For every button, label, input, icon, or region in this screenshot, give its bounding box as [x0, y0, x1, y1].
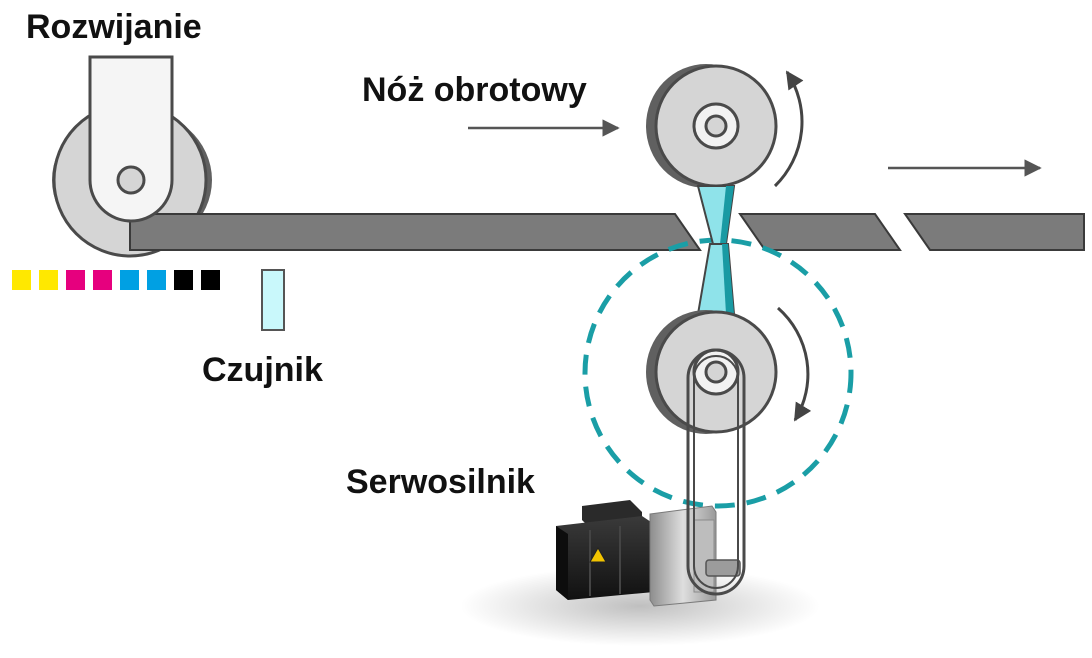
unwind-label: Rozwijanie [26, 8, 202, 46]
unwind-bracket [88, 55, 174, 223]
motor-body [556, 516, 654, 600]
registration-mark-black [174, 270, 193, 290]
motor-flange-face [693, 519, 715, 593]
upper-knife-roller [646, 64, 778, 188]
registration-mark-yellow [12, 270, 31, 290]
drive-belt-inner [693, 355, 739, 589]
motor-body-front [556, 526, 568, 600]
unwind-bracket-arm [88, 55, 174, 223]
lower-rotation-arrow [777, 306, 812, 422]
registration-mark-magenta [93, 270, 112, 290]
warning-triangle-icon [589, 546, 607, 563]
registration-mark-black [201, 270, 220, 290]
drive-belt [686, 348, 746, 596]
web-segment-1 [129, 213, 702, 251]
motor-shaft [705, 559, 741, 577]
lower-blade-edge [722, 244, 734, 314]
sensor-label: Czujnik [202, 351, 323, 389]
registration-mark-magenta [66, 270, 85, 290]
registration-marks [12, 270, 220, 290]
upper-blade-edge [720, 186, 734, 244]
sensor [261, 269, 285, 331]
lower-roller-axle [704, 360, 728, 384]
lower-knife-roller [646, 310, 778, 434]
servo-motor-label: Serwosilnik [346, 463, 535, 501]
web-segment-2 [738, 213, 902, 251]
upper-rotation-arrow [773, 70, 804, 188]
registration-mark-yellow [39, 270, 58, 290]
registration-mark-cyan [147, 270, 166, 290]
motor-shadow [460, 566, 820, 646]
unwind-axle [116, 165, 146, 195]
registration-mark-cyan [120, 270, 139, 290]
web-segment-3 [903, 213, 1085, 251]
rotary-knife-label: Nóż obrotowy [362, 71, 587, 109]
material-web [129, 213, 1085, 251]
upper-roller-axle [704, 114, 728, 138]
knife-blades [696, 185, 736, 315]
servo-motor-icon [460, 500, 820, 646]
